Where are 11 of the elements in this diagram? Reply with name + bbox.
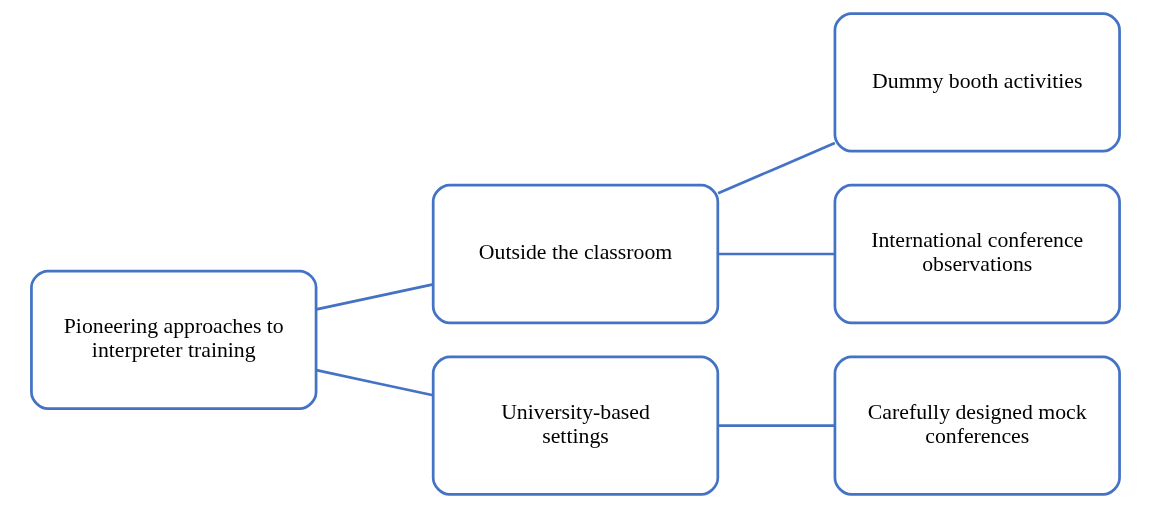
connector bbox=[316, 368, 434, 397]
node-box: Pioneering approaches to interpreter training bbox=[30, 269, 318, 410]
node-box: International conference observations bbox=[833, 183, 1121, 325]
connector bbox=[718, 252, 835, 256]
connector bbox=[718, 424, 835, 427]
connector bbox=[316, 283, 434, 311]
node-box: Carefully designed mock conferences bbox=[833, 355, 1121, 496]
node-box: University-based settings bbox=[431, 355, 720, 496]
node-box: Outside the classroom bbox=[431, 183, 720, 325]
connector bbox=[717, 141, 836, 195]
node-box: Dummy booth activities bbox=[833, 12, 1121, 153]
